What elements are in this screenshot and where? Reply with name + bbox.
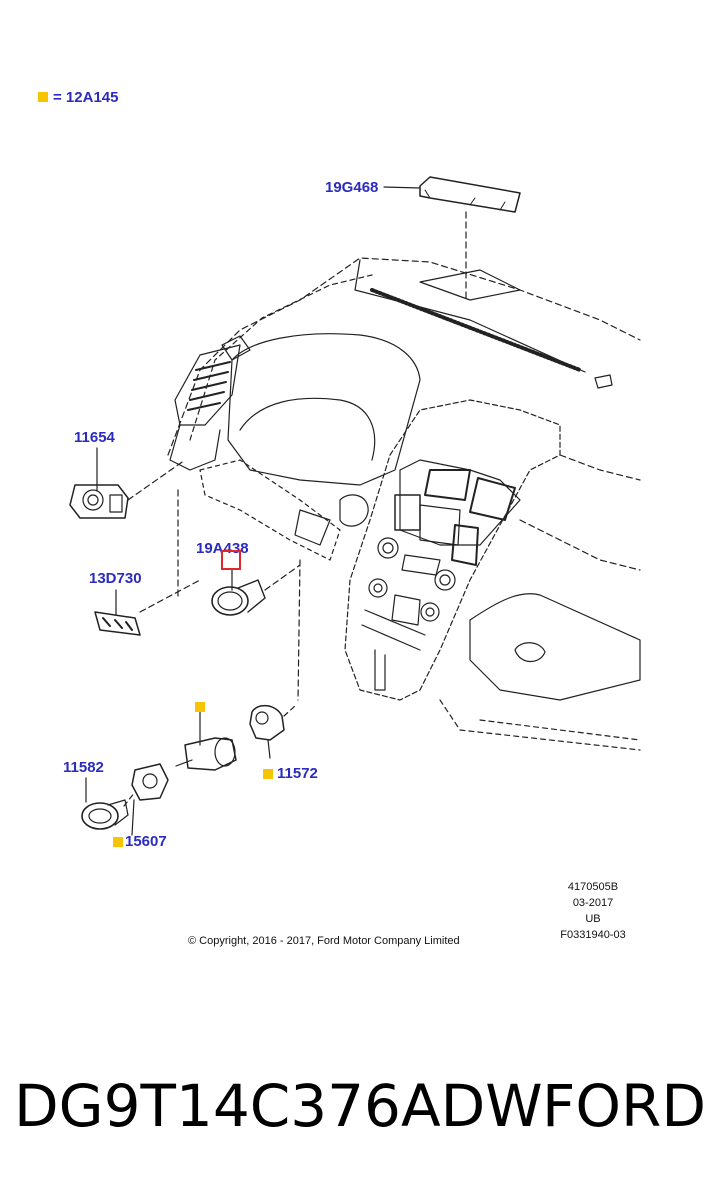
- brand-name: FORD: [542, 1072, 706, 1140]
- callout-11572[interactable]: 11572: [277, 765, 318, 782]
- part-11582: [81, 802, 119, 830]
- callout-11582[interactable]: 11582: [63, 759, 104, 776]
- callout-15607[interactable]: 15607: [125, 833, 167, 850]
- defroster-edge: [354, 259, 586, 373]
- part-11654: [69, 484, 129, 519]
- copyright-text: © Copyright, 2016 - 2017, Ford Motor Com…: [188, 935, 460, 947]
- part-lock-housing: [184, 737, 237, 771]
- marker-lock-housing-icon: [195, 702, 205, 712]
- diagram-info-block: 4170505B 03-2017 UB F0331940-03: [556, 879, 630, 943]
- cluster-hood: [227, 333, 421, 486]
- leader-19G468: [383, 186, 421, 189]
- part-19A438: [211, 586, 249, 616]
- marker-11572-icon: [263, 769, 273, 779]
- defroster-grille: [370, 288, 582, 372]
- part-13D730: [94, 611, 141, 636]
- part-11572: [249, 704, 285, 741]
- legend-text: = 12A145: [53, 89, 119, 106]
- legend-marker-icon: [38, 92, 48, 102]
- revision-date: 03-2017: [572, 897, 614, 909]
- callout-13D730[interactable]: 13D730: [89, 570, 142, 587]
- sensor-window: [419, 269, 521, 301]
- ref-number-1: 4170505B: [567, 881, 619, 893]
- center-stack: [344, 399, 561, 701]
- highlight-box: [221, 550, 241, 570]
- region-code: UB: [585, 913, 601, 925]
- callout-11654[interactable]: 11654: [74, 429, 115, 446]
- marker-15607-icon: [113, 837, 123, 847]
- part-19G468: [419, 176, 521, 213]
- part-15607: [131, 763, 169, 801]
- glovebox: [469, 593, 641, 701]
- ref-number-2: F0331940-03: [560, 929, 626, 941]
- part-number: DG9T14C376ADW: [14, 1072, 543, 1140]
- dash-outline-top: [167, 257, 641, 456]
- callout-19A438[interactable]: 19A438: [196, 540, 249, 557]
- dashboard-line-art: [69, 176, 641, 836]
- callout-19G468[interactable]: 19G468: [325, 179, 379, 196]
